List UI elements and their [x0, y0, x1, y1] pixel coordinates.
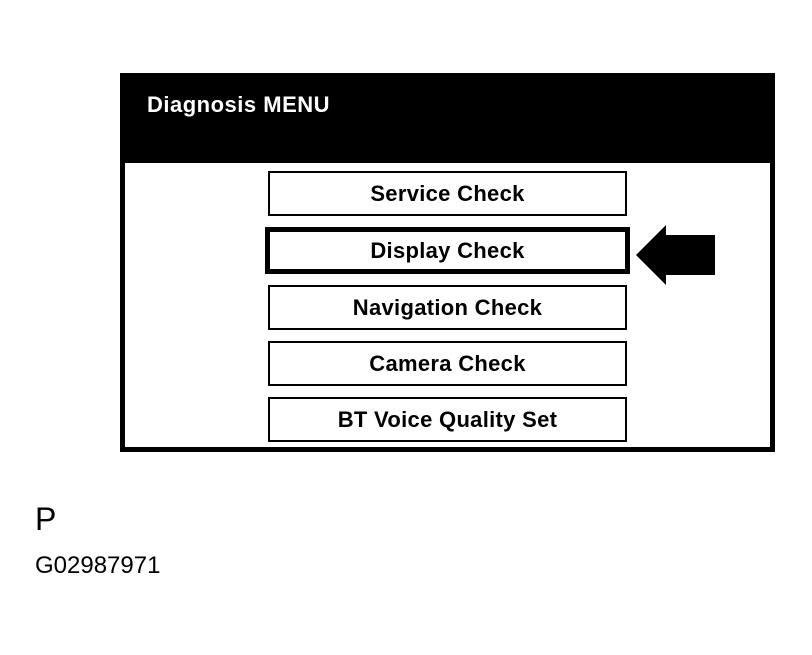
menu-button-label: Camera Check — [369, 350, 526, 376]
arrow-left-icon — [636, 225, 715, 285]
panel-header: Diagnosis MENU — [125, 78, 770, 163]
panel-body: Service Check Display Check Navigation C… — [125, 163, 770, 442]
figure-id: G02987971 — [35, 552, 161, 579]
menu-button-navigation-check[interactable]: Navigation Check — [268, 285, 627, 330]
panel-title: Diagnosis MENU — [147, 92, 331, 117]
menu-button-service-check[interactable]: Service Check — [268, 171, 627, 216]
menu-button-camera-check[interactable]: Camera Check — [268, 341, 627, 386]
menu-button-label: Service Check — [370, 180, 525, 206]
menu-button-label: Navigation Check — [352, 294, 543, 320]
menu-button-label: BT Voice Quality Set — [337, 406, 558, 432]
menu-button-display-check[interactable]: Display Check — [265, 227, 630, 274]
menu-button-bt-voice-quality-set[interactable]: BT Voice Quality Set — [268, 397, 627, 442]
figure-label: P — [35, 501, 57, 537]
menu-button-label: Display Check — [370, 237, 525, 263]
